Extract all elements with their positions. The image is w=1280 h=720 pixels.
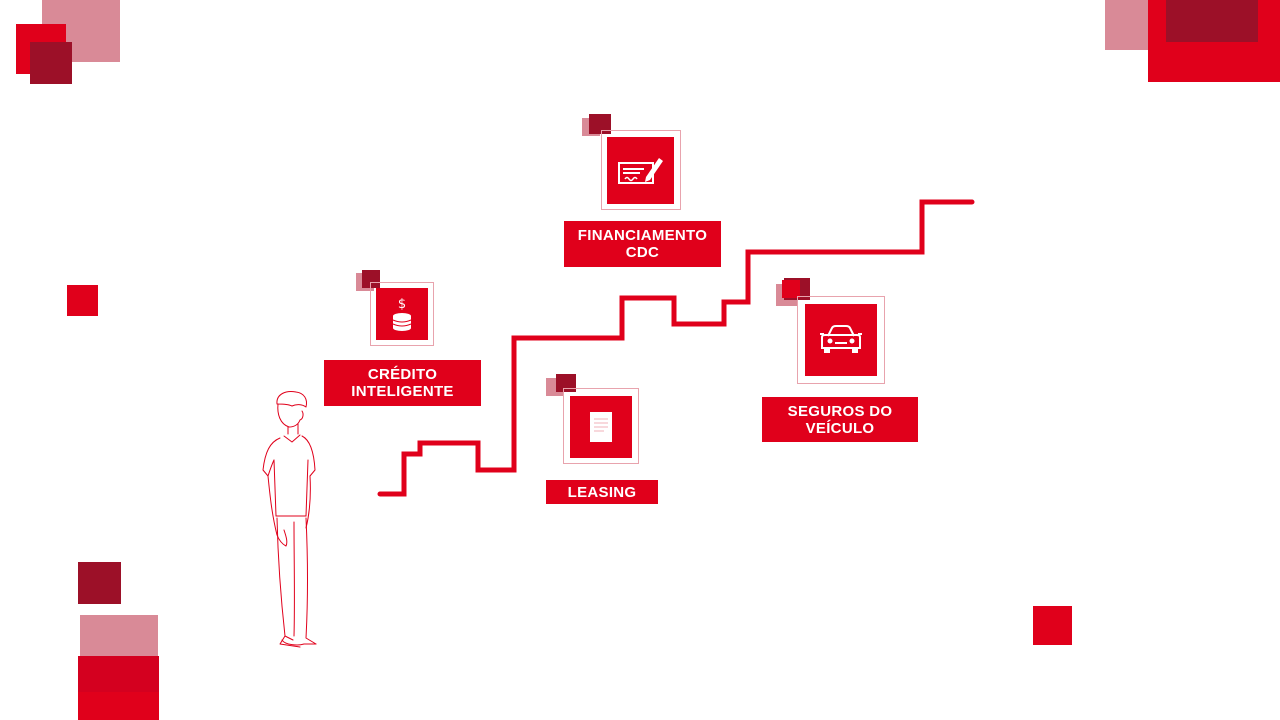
step-label: FINANCIAMENTO CDC — [564, 221, 721, 267]
document-icon — [590, 412, 612, 442]
staircase-line — [377, 199, 975, 497]
icon-box — [607, 137, 674, 204]
decor-square — [80, 615, 158, 657]
step-label: SEGUROS DO VEÍCULO — [762, 397, 918, 442]
step-label: CRÉDITO INTELIGENTE — [324, 360, 481, 406]
icon-box — [805, 304, 877, 376]
check-signature-icon — [617, 157, 663, 184]
decor-square — [78, 656, 159, 692]
step-label-line1: LEASING — [567, 483, 637, 501]
step-accent-square — [556, 374, 576, 392]
icon-box — [570, 396, 632, 458]
svg-text:$: $ — [398, 297, 406, 312]
decor-square — [67, 285, 98, 316]
decor-square — [30, 42, 72, 84]
step-label-line2: INTELIGENTE — [351, 383, 454, 400]
coins-dollar-icon: $ — [392, 297, 412, 331]
step-label-line1: SEGUROS DO — [787, 402, 893, 420]
decor-square — [1033, 606, 1072, 645]
decor-square — [1166, 0, 1258, 42]
step-label-line2: CDC — [625, 244, 660, 261]
standing-man-icon — [262, 391, 317, 648]
step-label-line1: CRÉDITO — [367, 366, 438, 383]
decor-square — [78, 562, 121, 604]
icon-frame — [370, 282, 434, 346]
step-label-line2: VEÍCULO — [805, 419, 875, 437]
step-accent-square — [362, 270, 380, 288]
step-accent-square — [589, 114, 611, 134]
step-accent-square — [782, 280, 800, 298]
icon-frame — [563, 388, 639, 464]
icon-box: $ — [376, 288, 428, 340]
step-label: LEASING — [546, 480, 658, 504]
icon-frame — [797, 296, 885, 384]
step-label-line1: FINANCIAMENTO — [577, 227, 708, 244]
icon-frame — [601, 130, 681, 210]
car-icon — [820, 325, 862, 353]
